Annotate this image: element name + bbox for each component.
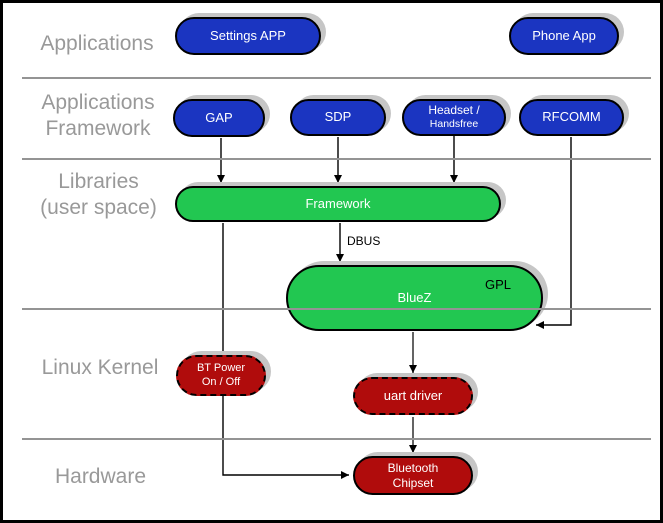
layer-divider-4 [22,438,651,440]
gpl-badge: GPL [484,277,511,292]
layer-label-applications: Applications [40,32,154,55]
node-sdp: SDP [290,99,386,136]
layer-label-libraries-user-space: Libraries (user space) [40,170,157,219]
layer-divider-2 [22,158,651,160]
node-bluez: BlueZ GPL [286,265,543,331]
arrow-rfcomm-to-bluez [536,137,572,329]
node-bt-power-on-off: BT Power On / Off [176,355,266,396]
node-gap: GAP [173,99,265,137]
node-uart-driver: uart driver [353,377,473,415]
node-bluetooth-chipset: Bluetooth Chipset [353,456,473,495]
dbus-edge-label: DBUS [347,234,381,248]
layer-divider-1 [22,77,651,79]
layer-divider-3 [22,308,651,310]
layer-label-hardware: Hardware [54,465,147,488]
node-rfcomm: RFCOMM [519,99,624,136]
connector-arrows [217,134,572,479]
headset-label-line2: Handsfree [429,118,479,131]
node-phone-app: Phone App [509,17,619,55]
arrow-framework-to-chipset-via-btpower [222,223,349,479]
headset-label-line1: Headset / [428,103,480,118]
layer-label-linux-kernel: Linux Kernel [41,356,159,379]
node-settings-app: Settings APP [175,17,321,55]
node-headset-handsfree: Headset / Handsfree [402,99,506,136]
bluez-label: BlueZ [397,289,432,305]
node-framework: Framework [175,186,501,222]
layer-label-applications-framework: Applications Framework [41,91,155,140]
